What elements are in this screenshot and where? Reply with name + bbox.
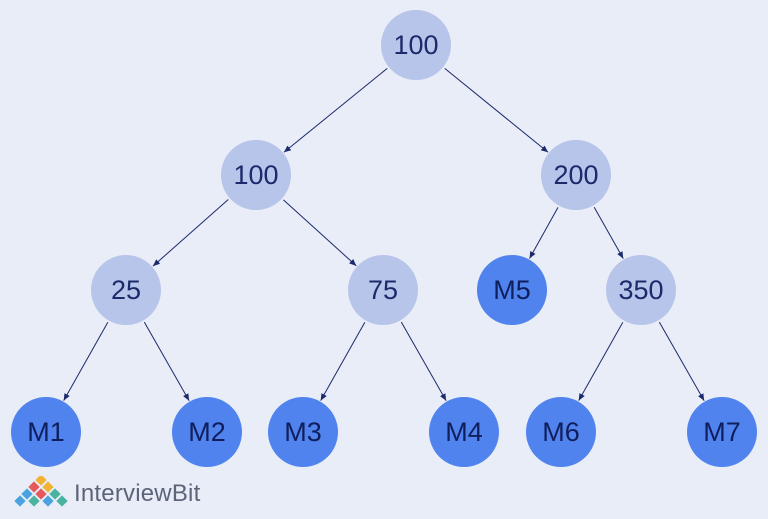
edge-arrow	[444, 67, 549, 153]
edge-arrow	[658, 321, 705, 401]
edge-arrow	[593, 206, 624, 259]
tree-leaf-node: M7	[687, 397, 757, 467]
edge-arrow	[578, 321, 624, 401]
tree-leaf-node: M4	[429, 397, 499, 467]
interviewbit-logo: InterviewBit	[14, 474, 200, 514]
edge-arrow	[283, 199, 357, 267]
tree-node: 200	[541, 140, 611, 210]
tree-node: 25	[91, 255, 161, 325]
edge-arrow	[283, 67, 388, 153]
tree-leaf-node: M2	[172, 397, 242, 467]
edge-arrow	[320, 321, 366, 401]
tree-leaf-node: M1	[11, 397, 81, 467]
edge-arrow	[400, 321, 447, 401]
edge-arrow	[529, 207, 559, 259]
tree-leaf-node: M3	[268, 397, 338, 467]
logo-wordmark: InterviewBit	[74, 480, 201, 507]
tree-leaf-node: M5	[477, 255, 547, 325]
edge-arrow	[143, 321, 190, 401]
edge-arrow	[152, 199, 229, 267]
tree-node-root: 100	[381, 10, 451, 80]
tree-leaf-node: M6	[526, 397, 596, 467]
interviewbit-logo-icon	[14, 476, 68, 507]
tree-node: 100	[221, 140, 291, 210]
edge-arrow	[63, 321, 109, 401]
tree-node: 75	[348, 255, 418, 325]
tree-node: 350	[606, 255, 676, 325]
